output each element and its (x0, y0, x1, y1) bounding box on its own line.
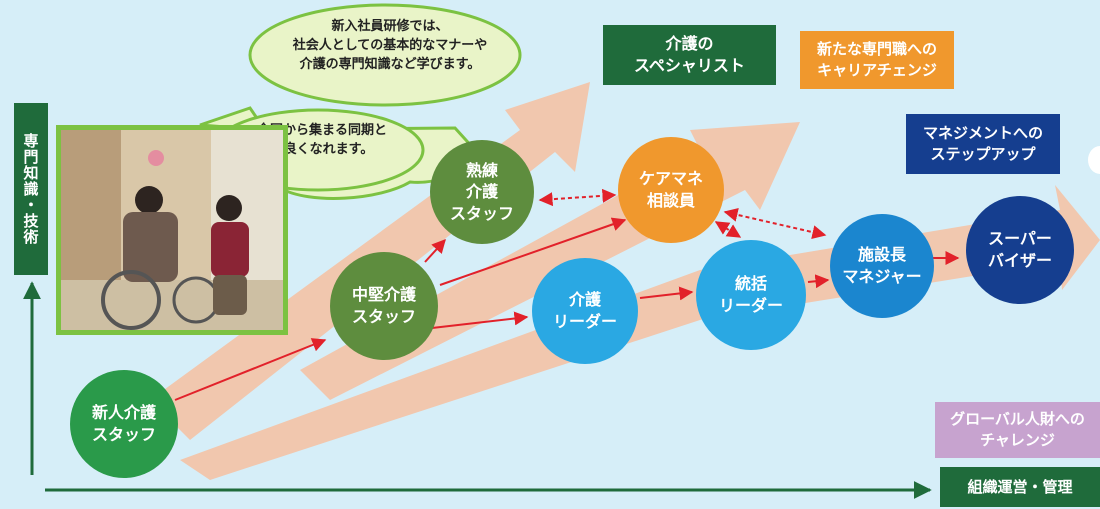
bubble-text-training: 新入社員研修では、 社会人としての基本的なマナーや 介護の専門知識など学びます。 (292, 19, 488, 72)
edge-decoration (1088, 146, 1100, 174)
red-arrows (174, 188, 960, 401)
bubble-text-peers: 全国から集まる同期と 仲良くなれます。 (256, 123, 387, 157)
node-general-leader: 統括 リーダー (696, 240, 806, 350)
node-care-leader: 介護 リーダー (532, 258, 638, 364)
photo-illustration (61, 130, 283, 330)
node-facility-manager: 施設長 マネジャー (830, 214, 934, 318)
node-supervisor: スーパー バイザー (966, 196, 1074, 304)
node-care-manager: ケアマネ 相談員 (618, 137, 724, 243)
goal-care-specialist: 介護の スペシャリスト (603, 25, 776, 85)
vertical-axis-label: 専門知識・技術 (14, 103, 48, 275)
node-new-care-staff: 新人介護 スタッフ (70, 370, 178, 478)
node-skilled-care-staff: 熟練 介護 スタッフ (430, 140, 534, 244)
goal-global-talent: グローバル人財への チャレンジ (935, 402, 1100, 458)
photo-caregiver-wheelchair (56, 125, 288, 335)
goal-management-step-up: マネジメントへの ステップアップ (906, 114, 1060, 174)
node-mid-care-staff: 中堅介護 スタッフ (330, 252, 438, 360)
horizontal-axis-label: 組織運営・管理 (940, 467, 1100, 507)
goal-career-change: 新たな専門職への キャリアチェンジ (800, 31, 954, 89)
